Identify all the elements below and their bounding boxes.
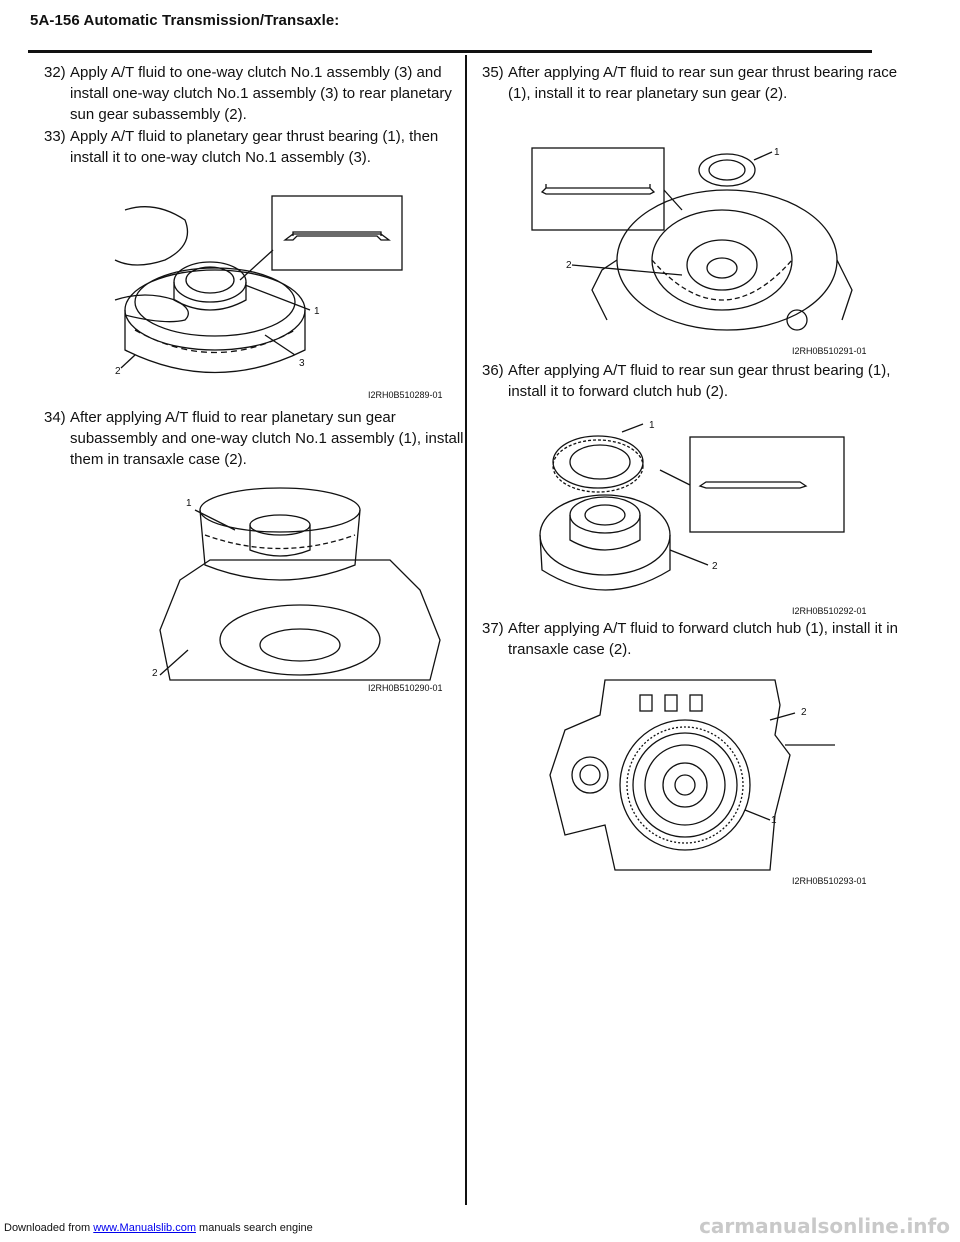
step-32: 32) Apply A/T fluid to one-way clutch No… [44, 62, 470, 125]
step-35: 35) After applying A/T fluid to rear sun… [482, 62, 908, 104]
step-number: 32) [44, 64, 66, 81]
column-divider [465, 55, 467, 1205]
callout-label: 1 [649, 420, 655, 431]
callout-label: 1 [314, 306, 320, 317]
step-36: 36) After applying A/T fluid to rear sun… [482, 360, 908, 402]
step-text: After applying A/T fluid to rear sun gea… [508, 64, 898, 102]
callout-label: 2 [712, 561, 718, 572]
figure-sun-gear-thrust-race [531, 147, 853, 331]
step-number: 36) [482, 362, 504, 379]
header-rule [28, 50, 872, 53]
figure-code: I2RH0B510293-01 [792, 876, 867, 886]
step-37: 37) After applying A/T fluid to forward … [482, 618, 908, 660]
step-text: After applying A/T fluid to rear planeta… [70, 409, 464, 468]
figure-code: I2RH0B510292-01 [792, 606, 867, 616]
footer-suffix: manuals search engine [195, 1222, 313, 1234]
step-text: Apply A/T fluid to one-way clutch No.1 a… [70, 64, 452, 123]
callout-label: 1 [774, 147, 780, 158]
step-number: 34) [44, 409, 66, 426]
figure-sun-gear-in-transaxle-case [159, 487, 441, 681]
manualslib-link[interactable]: www.Manualslib.com [93, 1222, 196, 1234]
callout-label: 1 [771, 815, 777, 826]
step-number: 35) [482, 64, 504, 81]
figure-one-way-clutch-thrust-bearing [114, 195, 403, 374]
step-text: Apply A/T fluid to planetary gear thrust… [70, 128, 439, 166]
step-33: 33) Apply A/T fluid to planetary gear th… [44, 126, 470, 168]
page-footer: Downloaded from www.Manualslib.com manua… [4, 1222, 313, 1234]
callout-label: 2 [566, 260, 572, 271]
step-text: After applying A/T fluid to forward clut… [508, 620, 898, 658]
step-number: 37) [482, 620, 504, 637]
callout-label: 2 [801, 707, 807, 718]
figure-code: I2RH0B510289-01 [368, 390, 443, 400]
figure-code: I2RH0B510290-01 [368, 683, 443, 693]
figure-forward-clutch-hub-bearing [539, 423, 845, 591]
step-text: After applying A/T fluid to rear sun gea… [508, 362, 891, 400]
watermark-logo: carmanualsonline.info [699, 1214, 950, 1238]
callout-label: 2 [115, 366, 121, 377]
figure-clutch-hub-in-transaxle-case [549, 679, 835, 871]
figure-code: I2RH0B510291-01 [792, 346, 867, 356]
step-34: 34) After applying A/T fluid to rear pla… [44, 407, 470, 470]
callout-label: 2 [152, 668, 158, 679]
callout-label: 3 [299, 358, 305, 369]
footer-prefix: Downloaded from [4, 1222, 94, 1234]
step-number: 33) [44, 128, 66, 145]
callout-label: 1 [186, 498, 192, 509]
page-header-title: 5A-156 Automatic Transmission/Transaxle: [30, 12, 340, 29]
